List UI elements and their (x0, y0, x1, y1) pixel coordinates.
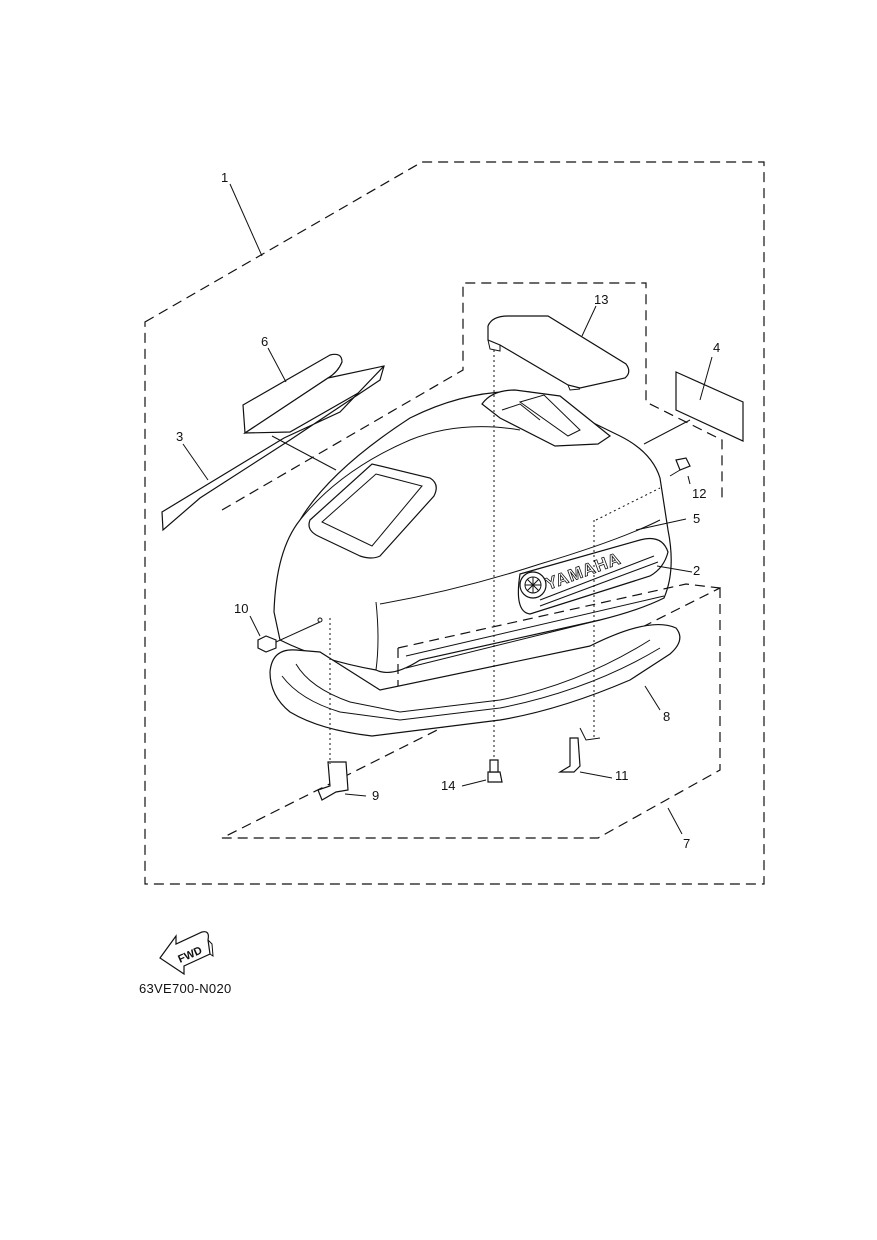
part-10-bolt (257, 621, 321, 653)
figure-code: 63VE700-N020 (139, 981, 232, 996)
callout-5: 5 (693, 511, 700, 526)
part-3-stripe (161, 365, 385, 532)
callout-14: 14 (441, 778, 455, 793)
part-12-screw (669, 457, 691, 477)
part-9-bracket (317, 761, 349, 801)
part-8-seal (269, 623, 681, 737)
part-14-bolt (487, 759, 503, 783)
callout-7: 7 (683, 836, 690, 851)
part-6-decal (242, 353, 385, 435)
callout-12: 12 (692, 486, 706, 501)
alignment-line-12 (595, 487, 661, 521)
leader-lines (182, 183, 713, 835)
top-cowling (273, 389, 672, 673)
callout-4: 4 (713, 340, 720, 355)
callout-8: 8 (663, 709, 670, 724)
part-11-bracket (557, 737, 581, 773)
callout-2: 2 (693, 563, 700, 578)
fwd-arrow: FWD (159, 931, 214, 976)
callout-10: 10 (234, 601, 248, 616)
callout-13: 13 (594, 292, 608, 307)
part-4-label (675, 371, 744, 442)
callout-1: 1 (221, 170, 228, 185)
callout-3: 3 (176, 429, 183, 444)
callout-6: 6 (261, 334, 268, 349)
bolt-hole-10 (317, 617, 323, 623)
callout-11: 11 (615, 768, 629, 783)
callout-9: 9 (372, 788, 379, 803)
part-13-lid (487, 315, 630, 391)
assembly-boundary-1 (144, 161, 765, 885)
assembly-boundary-7 (221, 282, 723, 839)
